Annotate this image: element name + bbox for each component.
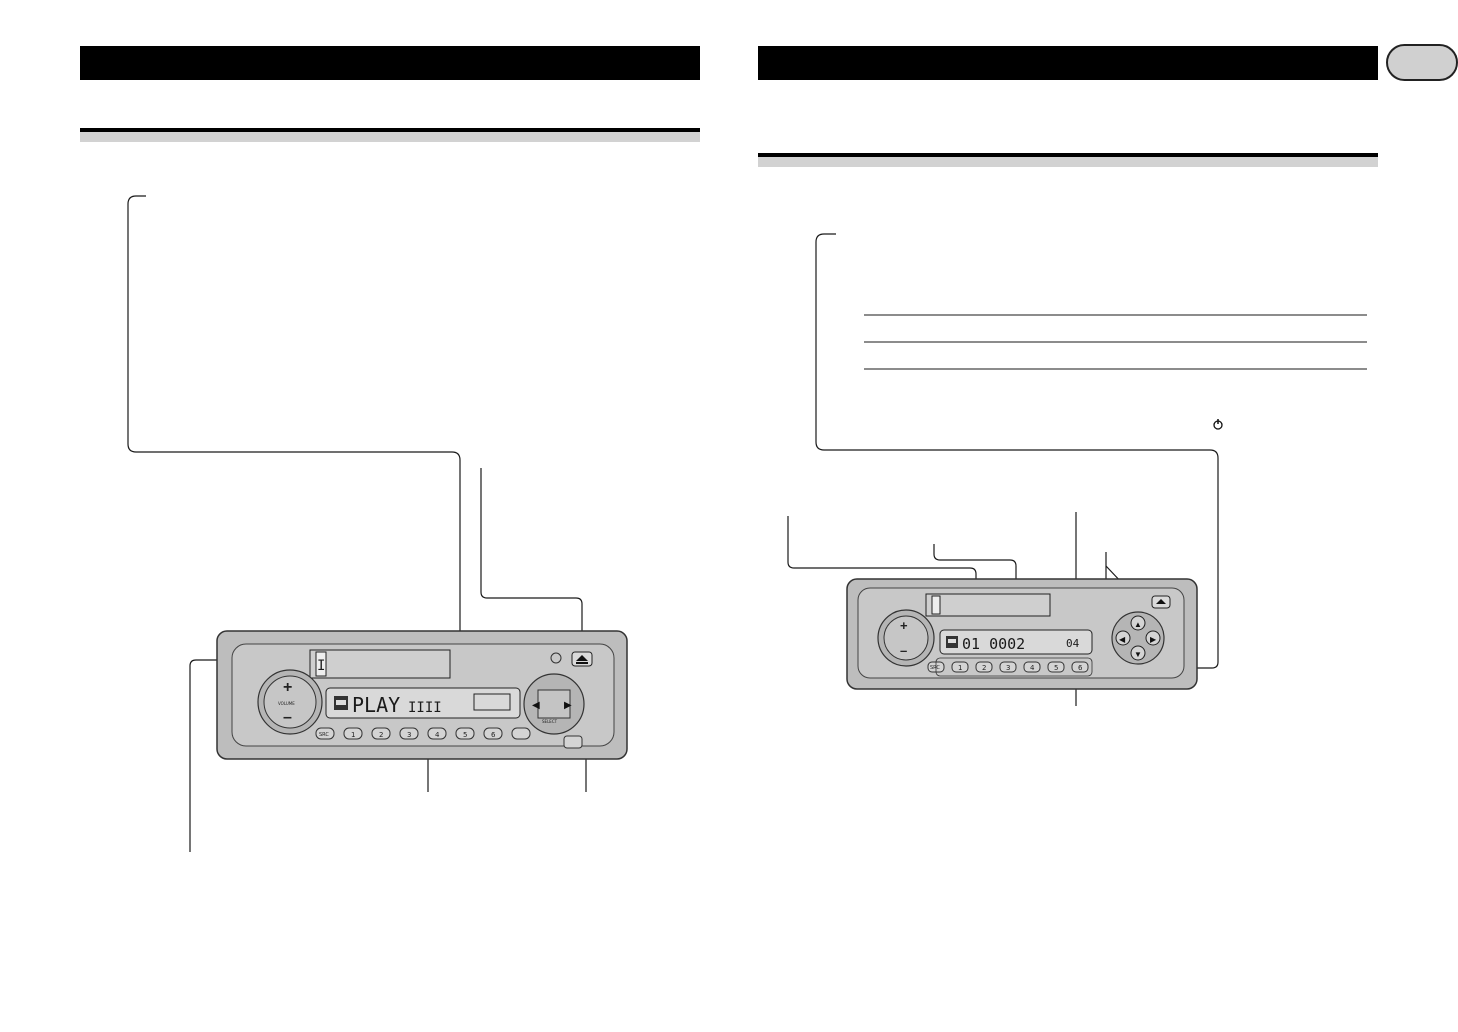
plus-icon: +	[900, 618, 908, 633]
source-button-label: SRC	[319, 732, 329, 738]
tape-icon	[334, 696, 348, 710]
left-section-rule	[80, 128, 700, 132]
volume-label: VOLUME	[278, 701, 295, 706]
page-tab	[1386, 44, 1458, 81]
plus-icon: +	[283, 679, 292, 696]
svg-text:1: 1	[351, 731, 355, 739]
select-label: SELECT	[542, 719, 558, 724]
svg-text:2: 2	[982, 664, 986, 672]
svg-text:5: 5	[1054, 664, 1058, 672]
select-cluster: ▲ ▼ ◀ ▶	[1111, 611, 1165, 665]
eject-icon	[1151, 595, 1171, 609]
lcd-display	[325, 687, 521, 719]
minus-icon: –	[900, 643, 907, 658]
up-arrow-icon: ▲	[1134, 620, 1142, 629]
right-section-rule	[758, 153, 1378, 157]
select-cluster: ◀ ▶ SELECT	[523, 673, 585, 735]
svg-text:6: 6	[1078, 664, 1083, 672]
eject-icon	[571, 651, 593, 667]
svg-text:2: 2	[379, 731, 383, 739]
left-header-bar	[80, 46, 700, 80]
svg-text:1: 1	[958, 664, 962, 672]
right-section-rule-shade	[758, 157, 1378, 167]
preset-row: SRC 1 2 3 4 5 6	[927, 661, 1089, 673]
display-text: 01 0002	[962, 635, 1025, 653]
left-head-unit: I + – VOLUME PLAY IIII ◀ ▶ SELECT SRC 1 …	[216, 630, 628, 760]
svg-text:3: 3	[407, 731, 411, 739]
slot-indicator: I	[317, 658, 325, 674]
right-arrow-icon: ▶	[564, 700, 572, 711]
svg-text:4: 4	[1030, 664, 1035, 672]
volume-knob: + – VOLUME	[257, 669, 323, 735]
right-arrow-icon: ▶	[1150, 635, 1157, 644]
left-section-rule-shade	[80, 132, 700, 142]
svg-text:6: 6	[491, 731, 496, 739]
display-suffix: 04	[1066, 637, 1080, 650]
lcd-display	[939, 629, 1093, 655]
svg-text:4: 4	[435, 731, 440, 739]
cassette-slot	[925, 593, 1051, 617]
preset-row: SRC 1 2 3 4 5 6	[315, 727, 531, 740]
svg-text:3: 3	[1006, 664, 1010, 672]
right-header-bar	[758, 46, 1378, 80]
source-button-label: SRC	[930, 665, 940, 671]
volume-knob: + –	[877, 609, 935, 667]
tape-icon	[946, 636, 958, 648]
minus-icon: –	[283, 709, 292, 726]
svg-text:5: 5	[463, 731, 467, 739]
down-arrow-icon: ▼	[1134, 650, 1142, 659]
cassette-slot	[309, 649, 451, 679]
svg-text:IIII: IIII	[408, 700, 442, 716]
display-text: PLAY	[352, 693, 400, 717]
left-arrow-icon: ◀	[532, 700, 540, 711]
left-arrow-icon: ◀	[1119, 635, 1126, 644]
right-head-unit: + – 01 0002 04 ▲ ▼ ◀ ▶ SRC 1 2 3 4 5	[846, 578, 1198, 690]
power-icon	[1213, 419, 1223, 430]
